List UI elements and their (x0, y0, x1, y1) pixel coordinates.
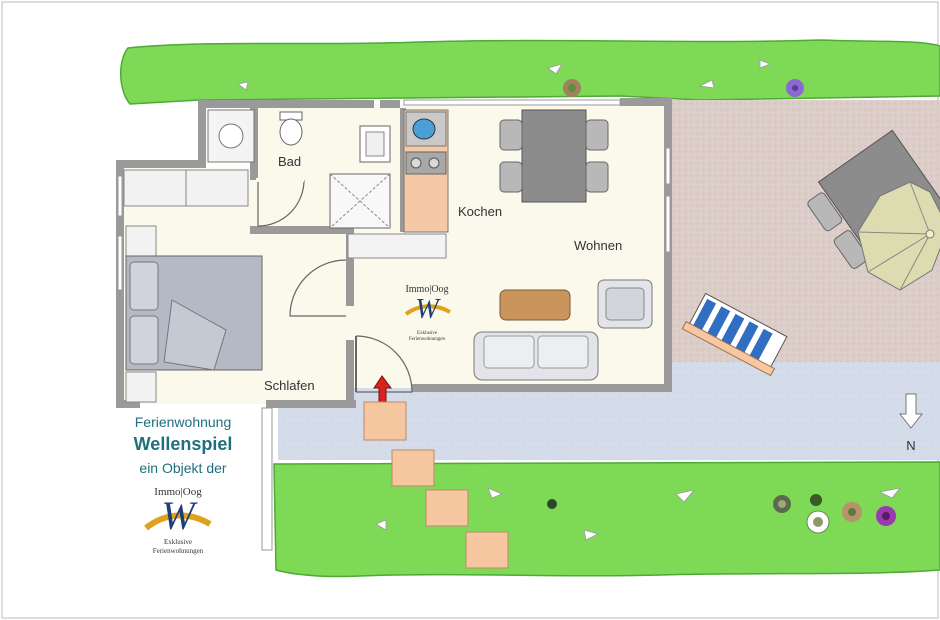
parasol-icon (857, 181, 940, 291)
floor-logo: Immo|Oog W Exklusive Ferienwohnungen (404, 284, 451, 342)
stove-icon (405, 151, 447, 175)
nightstand-bottom (125, 371, 157, 403)
logo-big-tagline1: Exklusive (164, 538, 192, 546)
flower-top-1-icon (563, 79, 581, 97)
info-line-objekt: ein Objekt der (139, 460, 227, 476)
shower-icon (329, 173, 391, 229)
front-door-swing (355, 335, 413, 393)
logo-big-brand: Immo|Oog (154, 486, 202, 498)
bedroom-door-swing (289, 259, 347, 317)
coffee-table (499, 289, 571, 321)
flower-bottom-4-icon (842, 502, 862, 522)
dining-table (499, 109, 609, 203)
flower-bottom-3-icon (806, 510, 830, 534)
bath-sink-icon (359, 125, 391, 163)
info-line-wellenspiel: Wellenspiel (133, 434, 233, 454)
double-bed (125, 255, 263, 371)
floor-logo-tagline1: Exklusive (417, 331, 438, 336)
room-label-schlafen: Schlafen (264, 378, 315, 393)
windows (117, 99, 671, 291)
sofa (473, 331, 599, 381)
toilet-icon (279, 111, 303, 146)
bathroom-door-swing (257, 179, 305, 227)
floor-logo-letter: W (415, 294, 441, 325)
washbasin-round (218, 123, 244, 149)
top-lawn (120, 39, 940, 105)
flower-top-2-icon (786, 79, 804, 97)
logo-big-letter: W (161, 493, 195, 538)
flower-bottom-1-icon (773, 495, 791, 513)
info-line-ferienwohnung: Ferienwohnung (134, 414, 232, 430)
nightstand-top (125, 225, 157, 257)
kitchen-cabinet (347, 233, 447, 259)
room-label-kochen: Kochen (458, 204, 502, 219)
flower-bottom-5-icon (876, 506, 896, 526)
sun-lounger (681, 292, 788, 377)
fence-post (261, 407, 273, 551)
flower-bottom-2-icon (810, 494, 822, 506)
bottom-lawn (273, 461, 940, 578)
logo-big: Immo|Oog W Exklusive Ferienwohnungen (138, 486, 218, 564)
compass-label: N (906, 438, 915, 453)
floor-logo-tagline2: Ferienwohnungen (409, 337, 446, 342)
lawn-leaves (237, 59, 901, 541)
north-arrow-icon (898, 393, 924, 429)
stepping-tiles (363, 401, 509, 569)
room-label-bad: Bad (278, 154, 301, 169)
logo-big-tagline2: Ferienwohnungen (152, 547, 204, 555)
flower-bottom-6-icon (547, 499, 557, 509)
room-label-wohnen: Wohnen (574, 238, 622, 253)
kitchen-sink-icon (405, 111, 447, 147)
floor-logo-brand: Immo|Oog (405, 284, 448, 295)
logo-big-mark: W (138, 494, 218, 538)
logo-swoosh-icon (144, 512, 212, 531)
armchair (597, 279, 653, 329)
